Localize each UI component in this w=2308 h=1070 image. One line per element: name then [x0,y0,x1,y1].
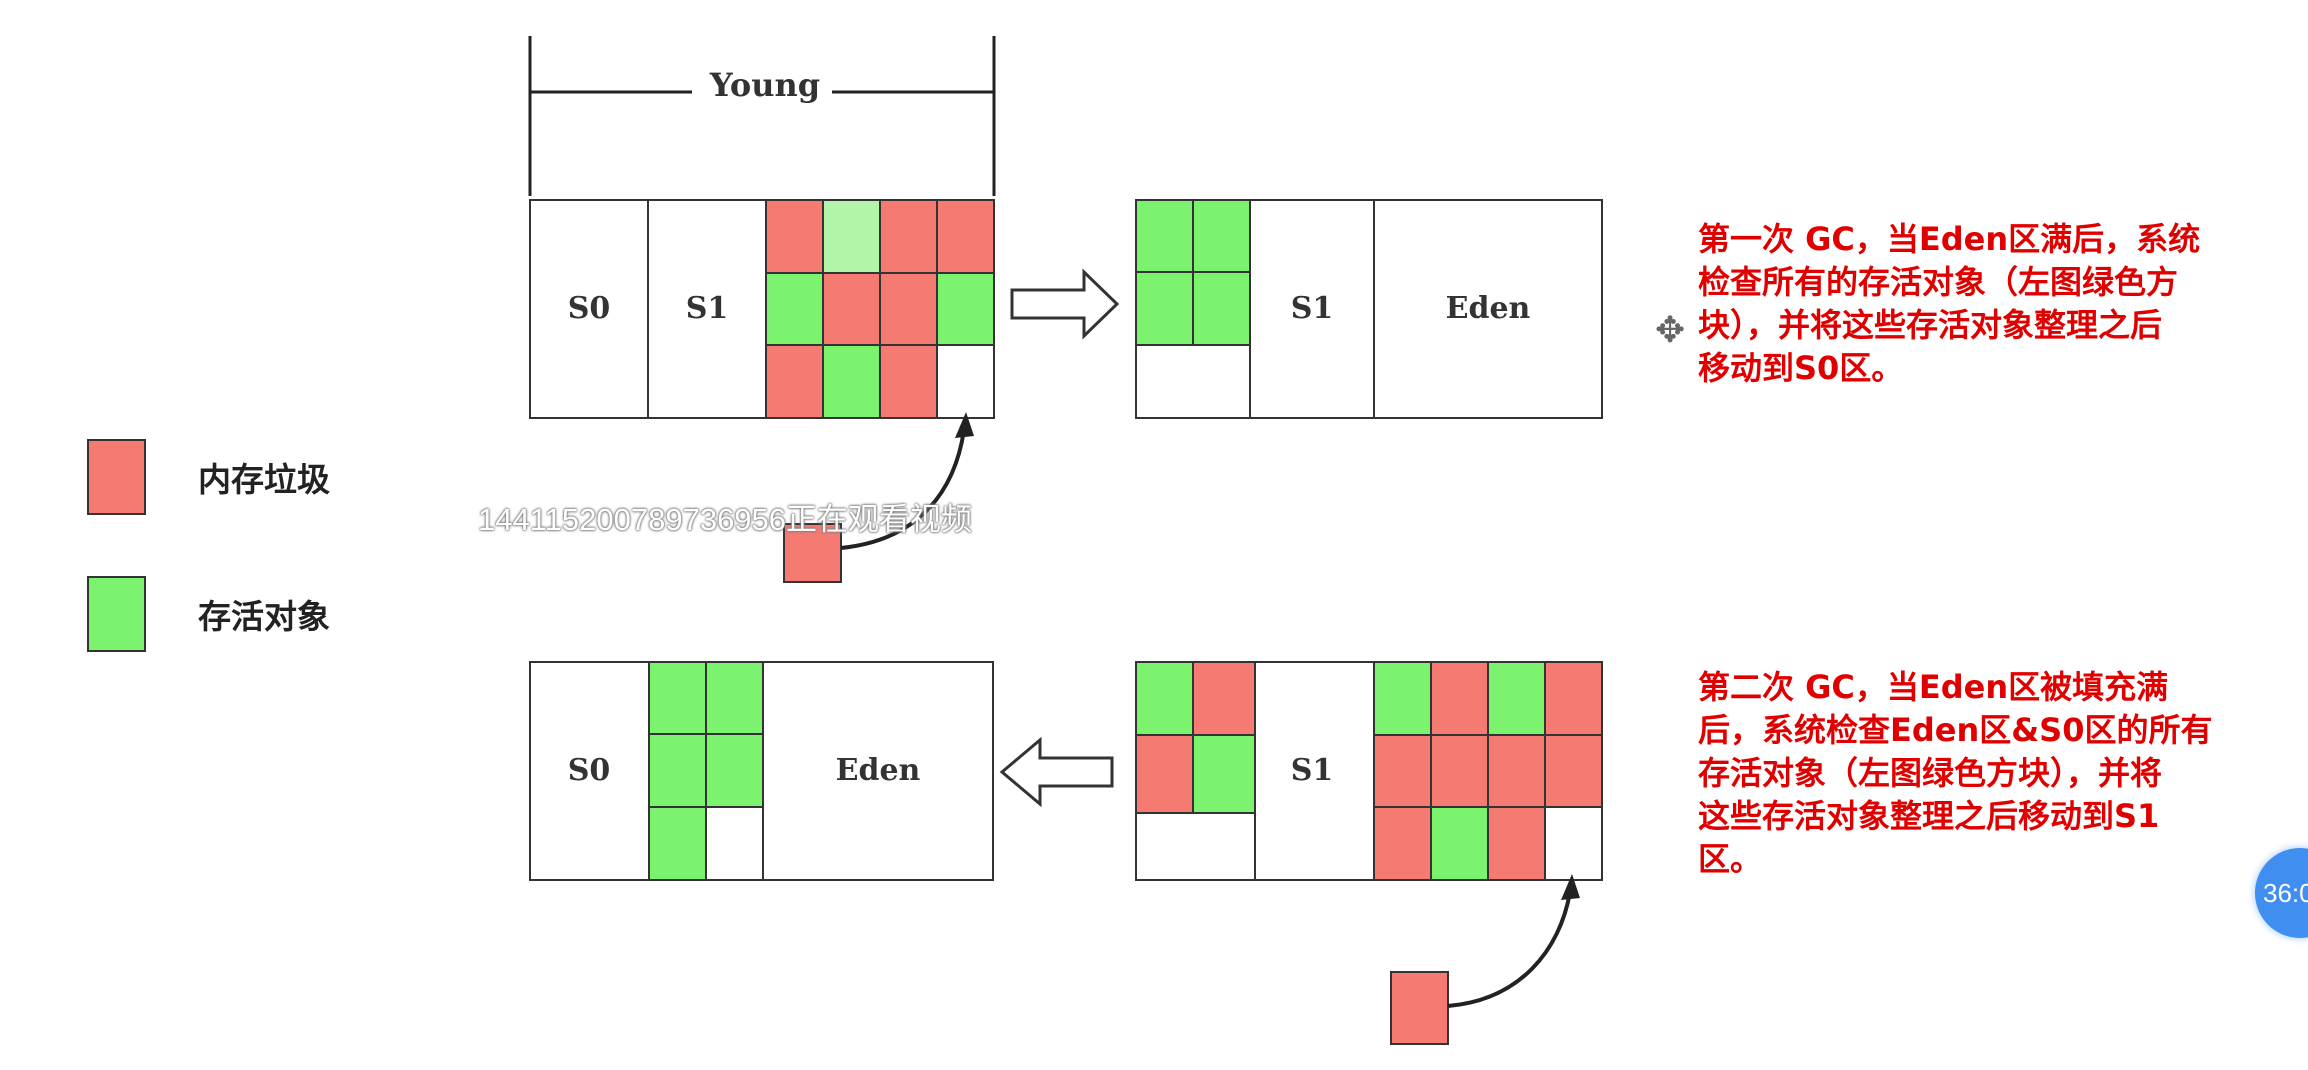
garbage-block [1373,806,1432,881]
alive-block [1487,661,1546,736]
young-label: Young [709,66,820,104]
garbage-block [1430,734,1489,808]
garbage-block [936,199,995,274]
empty-block [1544,806,1603,881]
gc-note-first: 第一次 GC，当Eden区满后，系统 检查所有的存活对象（左图绿色方 块），并将… [1698,218,2258,390]
s0-region [529,199,649,419]
alive-block [1135,271,1194,346]
garbage-block [1373,734,1432,808]
arrowhead-icon [1561,874,1580,900]
s1-label: S1 [1291,753,1334,788]
incoming-garbage-block [783,523,842,583]
legend-alive-label: 存活对象 [198,597,330,636]
note-line: 区。 [1698,840,1763,878]
garbage-block [1430,661,1489,736]
heap-row2-after [529,661,994,881]
gc-note-second: 第二次 GC，当Eden区被填充满 后，系统检查Eden区&S0区的所有 存活对… [1698,666,2258,881]
alive-block [1373,661,1432,736]
alive-block [1192,199,1251,273]
s1-region [1254,661,1375,881]
note-line: 这些存活对象整理之后移动到S1 [1698,797,2160,835]
note-line: 第二次 GC，当Eden区被填充满 [1698,668,2169,706]
garbage-block [1192,661,1256,736]
garbage-block [1135,734,1194,814]
alive-block [936,272,995,346]
heap-row2-before [1135,661,1603,881]
eden-region [762,661,994,881]
legend-garbage-swatch [87,439,146,515]
garbage-block [1544,734,1603,808]
alive-block [765,272,824,346]
garbage-block [879,344,938,419]
legend-alive-swatch [87,576,146,652]
alive-block [648,806,707,881]
garbage-block [879,199,938,274]
s1-label: S1 [686,291,729,326]
note-line: 第一次 GC，当Eden区满后，系统 [1698,220,2201,258]
alive-block [1430,806,1489,881]
curved-arrow-icon [840,429,966,550]
note-line: 检查所有的存活对象（左图绿色方 [1698,263,2179,301]
young-bracket [528,36,996,196]
garbage-block [1487,806,1546,881]
note-line: 存活对象（左图绿色方块），并将 [1698,754,2163,792]
arrow-left-icon [999,736,1114,808]
garbage-block [765,199,824,274]
alive-block [1192,734,1256,814]
alive-block [1135,661,1194,736]
move-cursor-icon: ✥ [1655,310,1686,351]
note-line: 块），并将这些存活对象整理之后 [1698,306,2163,344]
heap-row1-before [529,199,995,419]
alive-block [1135,199,1194,273]
legend-garbage-label: 内存垃圾 [198,460,330,499]
curved-arrow-icon [1447,891,1572,1008]
s1-region [647,199,767,419]
arrowhead-icon [955,412,974,438]
note-line: 移动到S0区。 [1698,349,1904,387]
heap-row1-after [1135,199,1603,419]
eden-label: Eden [836,753,921,788]
empty-block [936,344,995,419]
s0-label: S0 [568,291,611,326]
s1-label: S1 [1291,291,1334,326]
eden-region [1373,199,1603,419]
alive-block [1192,271,1251,346]
eden-label: Eden [1446,291,1531,326]
garbage-block [1487,734,1546,808]
s0-label: S0 [568,753,611,788]
alive-block [822,344,881,419]
incoming-garbage-block [1390,971,1449,1045]
garbage-block [879,272,938,346]
garbage-block [822,272,881,346]
eden-region [765,199,995,419]
garbage-block [1544,661,1603,736]
garbage-block [765,344,824,419]
arrow-right-icon [1010,268,1120,340]
timer-text: 36:0 [2263,878,2308,908]
viewer-watermark: 14411520078973695​6正在观看视频 [478,502,973,537]
alive-block-light [822,199,881,274]
note-line: 后，系统检查Eden区&S0区的所有 [1698,711,2213,749]
